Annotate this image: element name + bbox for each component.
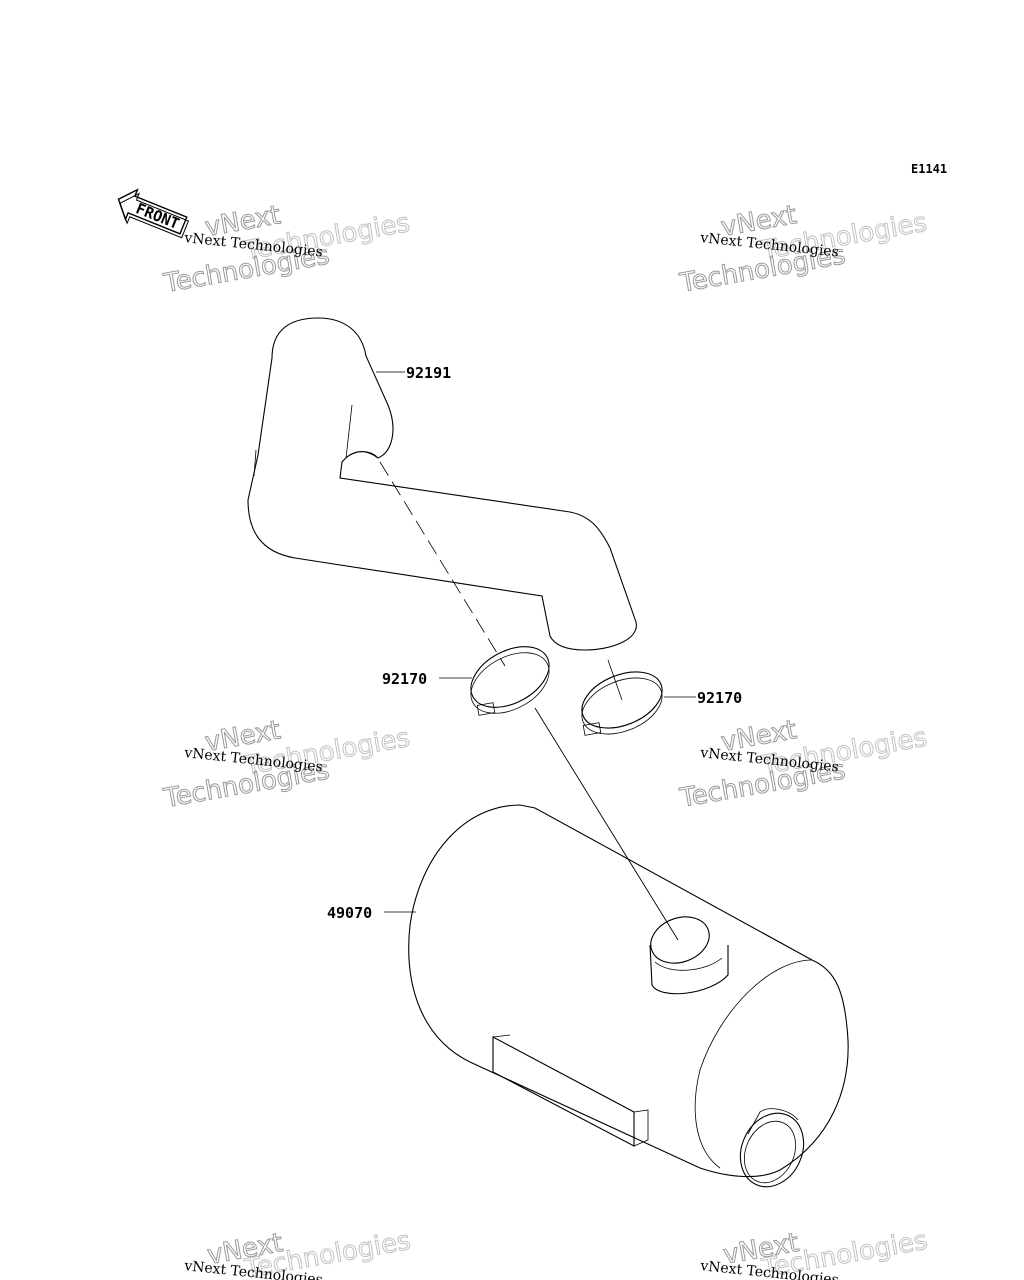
clamp-right-drawing [581, 671, 663, 736]
front-arrow-icon: FRONT [117, 188, 190, 239]
muffler-drawing [408, 804, 849, 1188]
alignment-line [607, 659, 623, 701]
part-label-49070: 49070 [327, 904, 372, 922]
alignment-line [379, 461, 506, 667]
part-label-92170-left: 92170 [382, 670, 427, 688]
clamp-left-drawing [470, 646, 550, 716]
exhaust-pipe-drawing [247, 317, 637, 651]
part-label-92191: 92191 [406, 364, 451, 382]
part-label-92170-right: 92170 [697, 689, 742, 707]
diagram-code: E1141 [911, 162, 947, 176]
alignment-line [534, 707, 679, 941]
